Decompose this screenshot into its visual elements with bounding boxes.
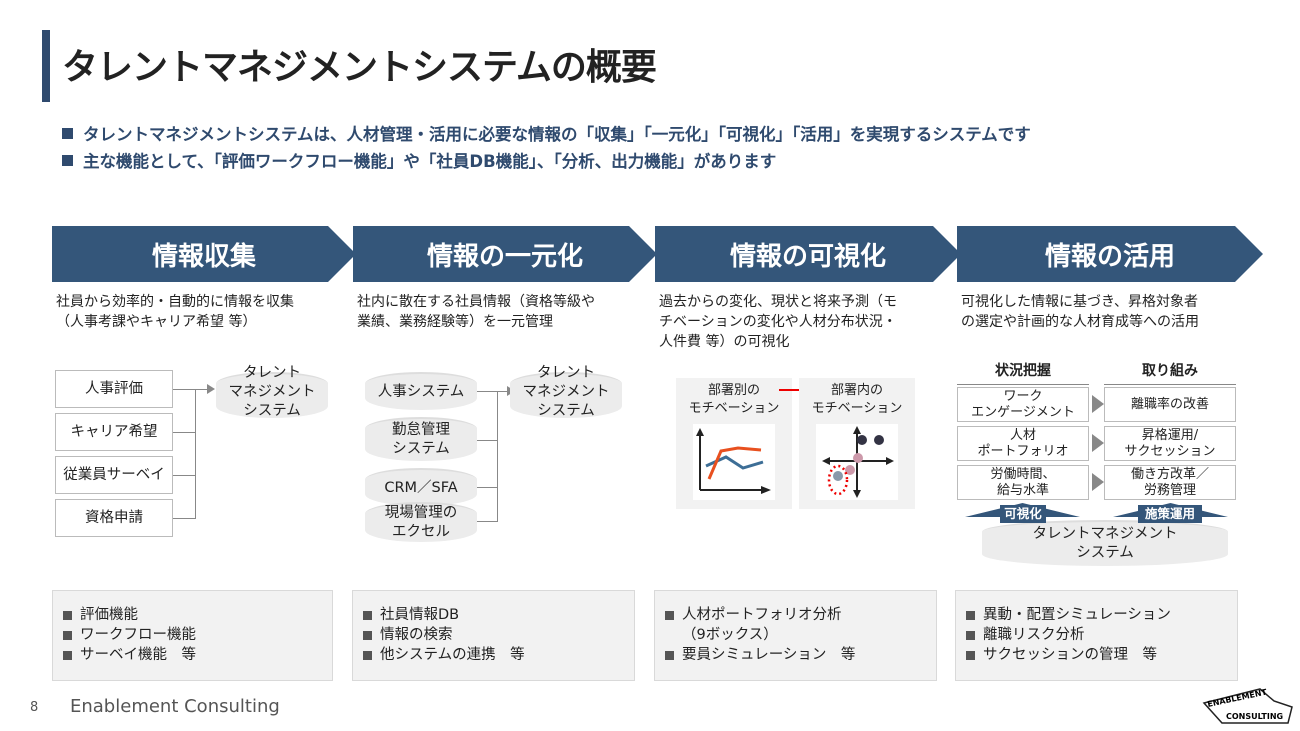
step-collect: 情報収集 xyxy=(52,226,356,282)
triangle-arrow-icon xyxy=(1092,395,1104,413)
source-cylinder: CRM／SFA xyxy=(365,468,477,506)
source-cylinder: 人事システム xyxy=(365,372,477,410)
desc-collect: 社員から効率的・自動的に情報を収集（人事考課やキャリア希望 等） xyxy=(56,294,294,330)
people-matrix-icon xyxy=(816,424,898,500)
features-visualize: 人材ポートフォリオ分析 （9ボックス） 要員シミュレーション 等 xyxy=(654,590,937,681)
intra-dept-motivation-panel: 部署内のモチベーション xyxy=(799,378,915,509)
dept-motivation-panel: 部署別のモチベーション xyxy=(676,378,792,509)
step-use: 情報の活用 xyxy=(957,226,1263,282)
policy-tag: 施策運用 xyxy=(1138,505,1202,523)
situation-item: 人材ポートフォリオ xyxy=(957,426,1089,461)
bullet-text: タレントマネジメントシステムは、人材管理・活用に必要な情報の「収集」「一元化」「… xyxy=(83,125,1031,144)
situation-item: ワークエンゲージメント xyxy=(957,387,1089,422)
action-item: 離職率の改善 xyxy=(1104,387,1236,422)
source-doc: 従業員サーベイ xyxy=(55,456,173,494)
features-use: 異動・配置シミュレーション 離職リスク分析 サクセッションの管理 等 xyxy=(955,590,1238,681)
title-accent-bar xyxy=(42,30,50,102)
line-chart-icon xyxy=(693,424,775,500)
arrow-icon xyxy=(207,384,215,394)
desc-use: 可視化した情報に基づき、昇格対象者の選定や計画的な人材育成等への活用 xyxy=(961,294,1199,330)
triangle-arrow-icon xyxy=(1092,473,1104,491)
action-item: 昇格運用/サクセッション xyxy=(1104,426,1236,461)
source-cylinder: 現場管理のエクセル xyxy=(365,502,477,542)
header-situation: 状況把握 xyxy=(957,360,1089,385)
page-number: 8 xyxy=(30,700,39,715)
source-doc: キャリア希望 xyxy=(55,413,173,451)
bullet-2: 主な機能として、「評価ワークフロー機能」や「社員DB機能」、「分析、出力機能」が… xyxy=(62,148,776,172)
page-title: タレントマネジメントシステムの概要 xyxy=(62,47,657,88)
tms-base-cylinder: タレントマネジメントシステム xyxy=(982,520,1228,566)
svg-text:CONSULTING: CONSULTING xyxy=(1226,712,1283,721)
visualize-tag: 可視化 xyxy=(1000,505,1046,523)
features-unify: 社員情報DB 情報の検索 他システムの連携 等 xyxy=(352,590,635,681)
step-unify: 情報の一元化 xyxy=(353,226,657,282)
source-doc: 資格申請 xyxy=(55,499,173,537)
triangle-arrow-icon xyxy=(1092,434,1104,452)
bullet-1: タレントマネジメントシステムは、人材管理・活用に必要な情報の「収集」「一元化」「… xyxy=(62,121,1031,145)
source-doc: 人事評価 xyxy=(55,370,173,408)
desc-unify: 社内に散在する社員情報（資格等級や業績、業務経験等）を一元管理 xyxy=(357,294,595,330)
company-name: Enablement Consulting xyxy=(70,696,280,717)
company-logo: ENABLEMENT CONSULTING xyxy=(1202,687,1293,724)
bullet-text: 主な機能として、「評価ワークフロー機能」や「社員DB機能」、「分析、出力機能」が… xyxy=(83,152,777,171)
situation-item: 労働時間、給与水準 xyxy=(957,465,1089,500)
source-cylinder: 勤怠管理システム xyxy=(365,417,477,461)
desc-visualize: 過去からの変化、現状と将来予測（モチベーションの変化や人材分布状況・人件費 等）… xyxy=(659,294,897,350)
action-item: 働き方改革／労務管理 xyxy=(1104,465,1236,500)
header-actions: 取り組み xyxy=(1104,360,1236,385)
step-visualize: 情報の可視化 xyxy=(655,226,961,282)
features-collect: 評価機能 ワークフロー機能 サーベイ機能 等 xyxy=(52,590,333,681)
tms-cylinder: タレントマネジメントシステム xyxy=(216,365,328,419)
tms-cylinder: タレントマネジメントシステム xyxy=(510,365,622,419)
svg-text:ENABLEMENT: ENABLEMENT xyxy=(1207,687,1269,709)
